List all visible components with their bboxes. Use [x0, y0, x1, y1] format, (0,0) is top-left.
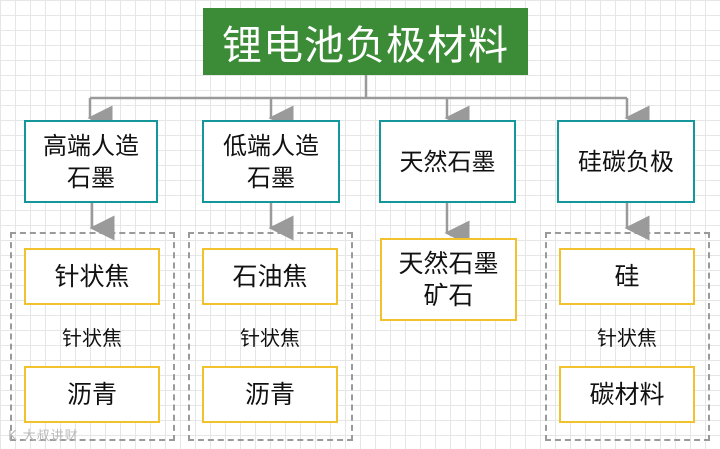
- category-node-1: 高端人造 石墨: [24, 120, 158, 203]
- root-title: 锂电池负极材料: [222, 22, 509, 69]
- material-label: 碳材料: [589, 379, 665, 409]
- material-node: 碳材料: [559, 366, 695, 423]
- material-label: 针状焦: [62, 325, 122, 350]
- material-label: 沥青: [244, 379, 295, 409]
- material-node: 沥青: [202, 366, 338, 423]
- root-node: 锂电池负极材料: [203, 8, 528, 75]
- material-group-4: [545, 232, 710, 441]
- material-label: 针状焦: [597, 325, 657, 350]
- material-node: 沥青: [24, 366, 160, 423]
- material-node: 天然石墨 矿石: [380, 238, 517, 321]
- material-group-1: [10, 232, 175, 441]
- material-node: 石油焦: [202, 248, 338, 305]
- category-label: 天然石墨: [399, 147, 496, 176]
- material-label: 针状焦: [240, 325, 300, 350]
- category-node-4: 硅碳负极: [557, 120, 695, 203]
- material-node: 针状焦: [24, 248, 160, 305]
- material-label: 天然石墨 矿石: [398, 248, 499, 310]
- material-text: 针状焦: [24, 318, 160, 354]
- category-node-2: 低端人造 石墨: [202, 120, 340, 203]
- material-label: 沥青: [66, 379, 117, 409]
- material-label: 硅: [614, 261, 640, 291]
- category-label: 硅碳负极: [578, 147, 674, 176]
- material-text: 针状焦: [202, 318, 338, 354]
- material-group-2: [188, 232, 353, 441]
- category-node-3: 天然石墨: [379, 120, 516, 203]
- material-label: 石油焦: [232, 261, 308, 291]
- material-label: 针状焦: [54, 261, 130, 291]
- watermark: K 大叔讲财: [8, 429, 79, 444]
- material-text: 针状焦: [559, 318, 695, 354]
- category-label: 高端人造 石墨: [43, 131, 139, 192]
- category-label: 低端人造 石墨: [223, 131, 319, 192]
- material-node: 硅: [559, 248, 695, 305]
